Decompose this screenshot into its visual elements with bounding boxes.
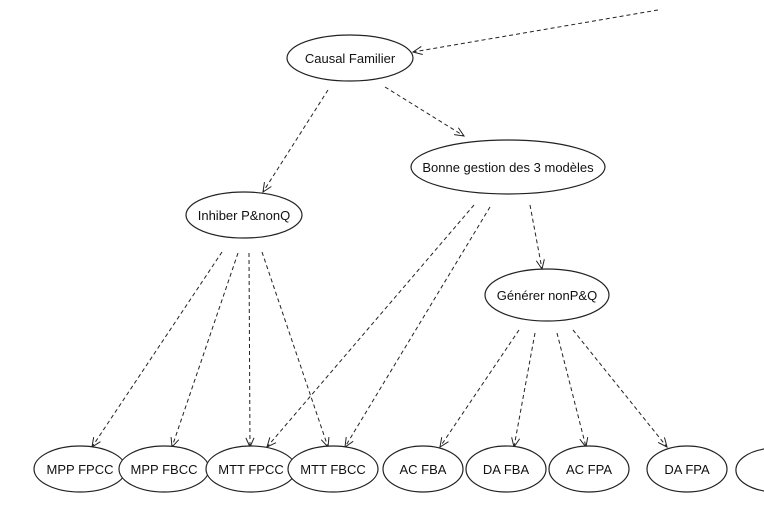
node-label-da-fpa: DA FPA (664, 462, 710, 477)
edge-causal-familier-to-bonne-gestion (384, 86, 466, 137)
edge-inhiber-to-mpp-fpcc (91, 251, 223, 449)
edge-generer-to-da-fba (511, 332, 536, 449)
edge-bonne-gestion-to-generer (529, 204, 545, 271)
arrowhead (170, 436, 180, 449)
node-partial-offscreen (735, 448, 764, 492)
arrowhead (454, 127, 466, 137)
edge-generer-to-da-fpa (572, 329, 668, 448)
node-bonne-gestion: Bonne gestion des 3 modèles (410, 139, 606, 195)
edge-causal-familier-to-inhiber (262, 89, 329, 194)
node-label-mpp-fpcc: MPP FPCC (47, 462, 114, 477)
edge-inhiber-to-mtt-fpcc (245, 252, 255, 449)
edge-inhiber-to-mpp-fbcc (170, 252, 239, 449)
arrowhead (262, 182, 272, 194)
node-label-ac-fba: AC FBA (400, 462, 447, 477)
arrowhead (657, 437, 668, 448)
node-label-da-fba: DA FBA (483, 462, 530, 477)
node-label-inhiber: Inhiber P&nonQ (198, 208, 291, 223)
node-mpp-fpcc: MPP FPCC (33, 445, 127, 493)
node-label-mtt-fpcc: MTT FPCC (218, 462, 283, 477)
node-label-generer: Générer nonP&Q (497, 288, 597, 303)
node-ac-fba: AC FBA (382, 445, 464, 493)
node-generer: Générer nonP&Q (484, 268, 610, 322)
node-mtt-fbcc: MTT FBCC (287, 445, 379, 493)
node-label-bonne-gestion: Bonne gestion des 3 modèles (422, 160, 594, 175)
edge-bonne-gestion-to-mtt-fpcc (266, 204, 475, 448)
edge-bonne-gestion-to-mtt-fbcc (344, 206, 491, 449)
edge-inhiber-to-mtt-fbcc (261, 251, 330, 449)
node-mtt-fpcc: MTT FPCC (205, 445, 297, 493)
node-label-mpp-fbcc: MPP FBCC (131, 462, 198, 477)
node-da-fpa: DA FPA (646, 445, 728, 493)
node-da-fba: DA FBA (465, 445, 547, 493)
edge-external-to-causal-familier (411, 9, 659, 55)
arrowhead (411, 46, 423, 55)
node-mpp-fbcc: MPP FBCC (118, 445, 210, 493)
node-causal-familier: Causal Familier (286, 34, 414, 82)
node-label-ac-fpa: AC FPA (566, 462, 612, 477)
node-inhiber: Inhiber P&nonQ (185, 191, 303, 239)
node-label-mtt-fbcc: MTT FBCC (300, 462, 365, 477)
arrowhead (344, 437, 354, 449)
node-label-causal-familier: Causal Familier (305, 51, 396, 66)
edge-generer-to-ac-fba (439, 329, 520, 449)
arrowhead (439, 437, 449, 449)
edge-generer-to-ac-fpa (556, 332, 589, 449)
node-ac-fpa: AC FPA (548, 445, 630, 493)
